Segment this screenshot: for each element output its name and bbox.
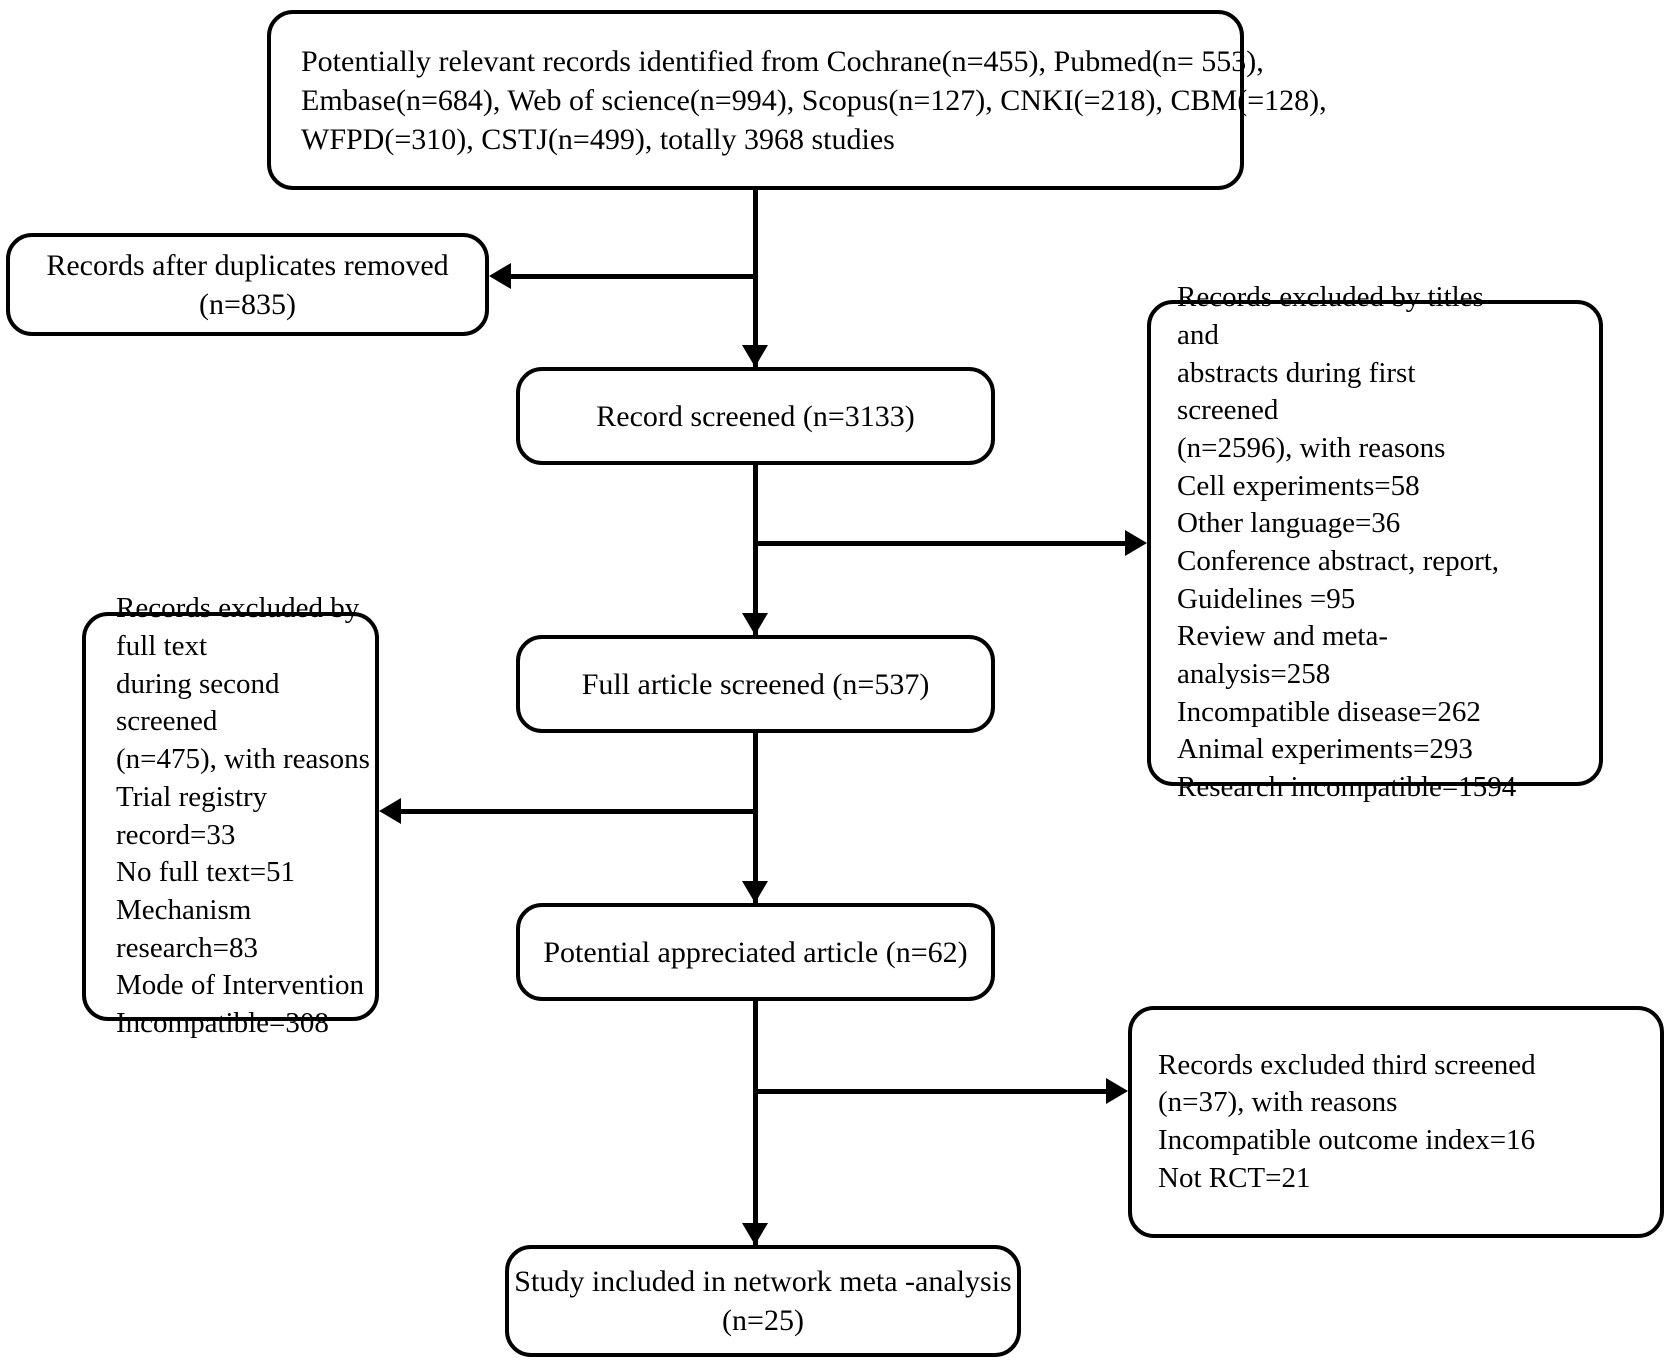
node-line: Incompatible disease=262: [1177, 695, 1481, 728]
node-records-excluded-first-screen: Records excluded by titles and abstracts…: [1147, 281, 1603, 803]
connector-record-screened-down: [753, 465, 758, 635]
node-line: screened: [1177, 394, 1279, 427]
arrow-down-potential: [742, 881, 768, 903]
node-records-excluded-third-screen: Records excluded third screened (n=37), …: [1128, 1006, 1664, 1238]
node-line: Research incompatible=1594: [1177, 771, 1517, 804]
node-full-article-screened: Full article screened (n=537): [516, 635, 995, 733]
node-line: Embase(n=684), Web of science(n=994), Sc…: [301, 83, 1327, 117]
node-line: Guidelines =95: [1177, 582, 1356, 615]
arrow-left-excluded-second: [379, 798, 401, 824]
arrow-left-duplicates: [489, 263, 511, 289]
node-line: Records after duplicates removed: [46, 248, 449, 282]
arrow-down-included: [742, 1223, 768, 1245]
node-line: analysis=258: [1177, 658, 1331, 691]
node-study-included-in-network-meta-analysis: Study included in network meta -analysis…: [505, 1245, 1021, 1357]
node-line: record=33: [116, 818, 236, 851]
node-line: Trial registry: [116, 780, 268, 813]
node-line: Mode of Intervention: [116, 969, 365, 1002]
connector-to-duplicates: [511, 274, 755, 279]
node-line: No full text=51: [116, 856, 296, 889]
arrow-down-record-screened: [742, 345, 768, 367]
node-records-after-duplicates-removed: Records after duplicates removed (n=835): [6, 233, 489, 336]
node-line: Incompatible=308: [116, 1006, 329, 1039]
arrow-right-excluded-third: [1106, 1078, 1128, 1104]
node-line: screened: [116, 705, 218, 738]
node-line: Record screened (n=3133): [596, 399, 915, 433]
arrow-down-full-article: [742, 613, 768, 635]
arrow-right-excluded-first: [1125, 530, 1147, 556]
node-records-excluded-second-screen: Records excluded by full text during sec…: [82, 592, 379, 1039]
node-line: Review and meta-: [1177, 620, 1388, 653]
node-line: (n=475), with reasons: [116, 743, 370, 776]
node-line: (n=37), with reasons: [1158, 1086, 1398, 1119]
node-line: Animal experiments=293: [1177, 733, 1473, 766]
node-line: abstracts during first: [1177, 356, 1416, 389]
node-record-screened: Record screened (n=3133): [516, 367, 995, 465]
node-line: research=83: [116, 931, 258, 964]
node-line: Not RCT=21: [1158, 1161, 1311, 1194]
node-line: Conference abstract, report,: [1177, 545, 1500, 577]
node-line: Records excluded by: [116, 592, 360, 625]
connector-to-excluded-first: [753, 541, 1125, 546]
node-line: Study included in network meta -analysis: [514, 1265, 1012, 1298]
node-line: and: [1177, 318, 1219, 351]
connector-potential-down: [753, 1001, 758, 1245]
node-line: (n=25): [722, 1304, 804, 1337]
node-line: Full article screened (n=537): [581, 667, 930, 701]
node-line: WFPD(=310), CSTJ(n=499), totally 3968 st…: [301, 122, 895, 156]
connector-to-excluded-second: [401, 809, 756, 814]
node-line: full text: [116, 630, 208, 663]
node-line: Records excluded third screened: [1158, 1048, 1536, 1081]
node-line: Potentially relevant records identified …: [301, 44, 1264, 78]
node-line: Mechanism: [116, 893, 252, 926]
node-line: during second: [116, 667, 280, 700]
connector-identified-down: [753, 190, 758, 367]
node-line: Cell experiments=58: [1177, 469, 1420, 502]
node-line: Other language=36: [1177, 507, 1401, 540]
node-line: Incompatible outcome index=16: [1158, 1124, 1536, 1156]
node-line: Potential appreciated article (n=62): [543, 935, 968, 969]
connector-full-article-down: [753, 733, 758, 903]
node-records-identified: Potentially relevant records identified …: [267, 10, 1327, 190]
node-potential-appreciated-article: Potential appreciated article (n=62): [516, 903, 995, 1001]
connector-to-excluded-third: [753, 1089, 1106, 1094]
node-line: (n=2596), with reasons: [1177, 431, 1446, 464]
node-line: (n=835): [199, 287, 296, 321]
node-line: Records excluded by titles: [1177, 281, 1484, 314]
